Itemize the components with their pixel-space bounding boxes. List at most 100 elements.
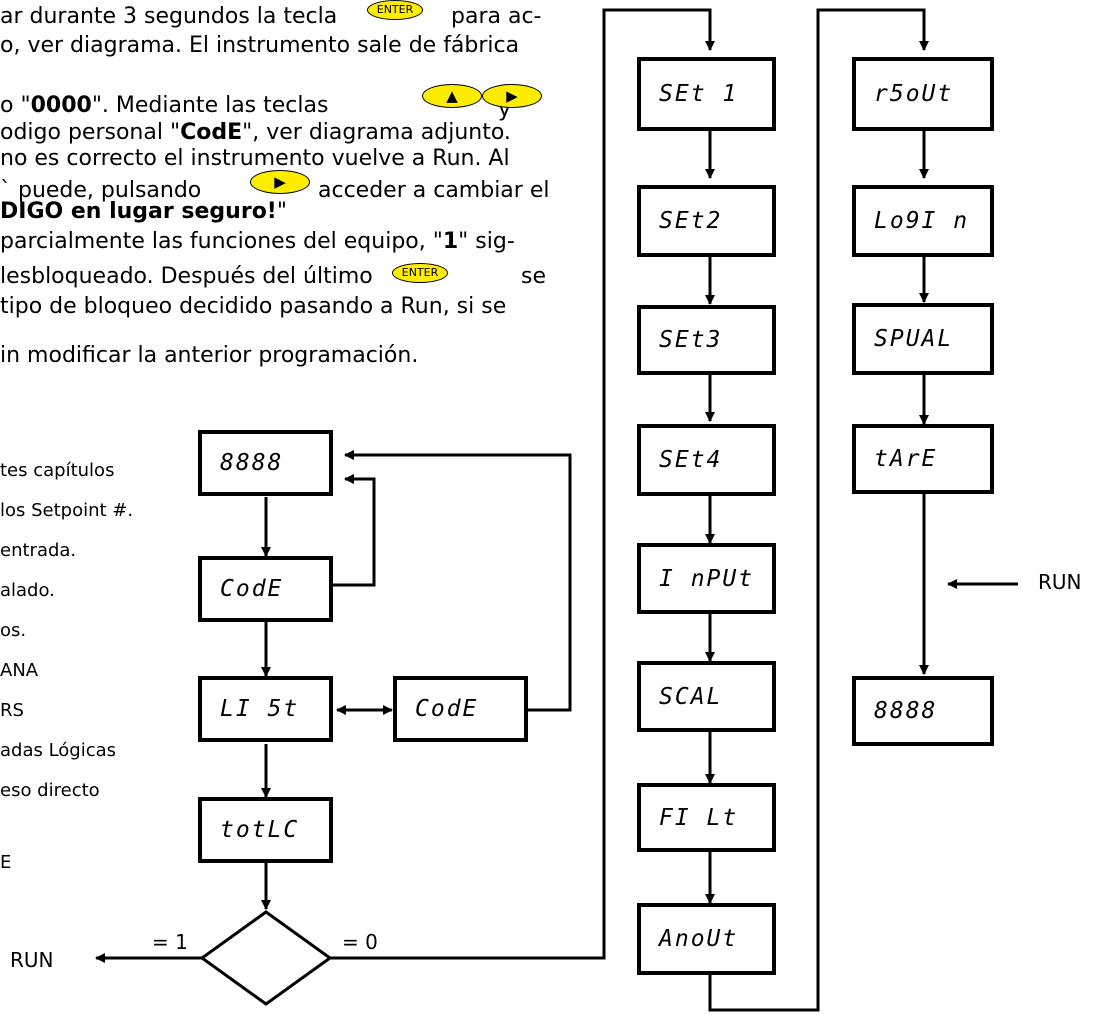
display-box-set3: SEt3 (637, 305, 776, 375)
display-text: SEt3 (659, 327, 723, 353)
enter-key-label: ENTER (376, 3, 414, 16)
display-text: SEt 1 (659, 81, 739, 107)
edge-label-text: = 1 (152, 930, 188, 954)
display-box-set1: SEt 1 (637, 57, 776, 131)
edge-label-text: RUN (10, 948, 54, 972)
menu-item: eso directo (0, 780, 100, 801)
display-text: tArE (874, 446, 938, 472)
instruction-line-1b: para ac- (451, 4, 541, 29)
text-fragment: o, ver diagrama. El instrumento sale de … (0, 33, 520, 58)
instruction-line-9: lesbloqueado. Después del último (0, 264, 560, 289)
menu-item-label: los Setpoint #. (0, 500, 134, 521)
display-box-8888: 8888 (198, 430, 333, 496)
display-box-set2: SEt2 (637, 185, 776, 257)
menu-item: E (0, 852, 11, 873)
run-label-left: RUN (10, 948, 54, 972)
enter-key-label: ENTER (401, 266, 439, 279)
up-arrow-label: ▲ (446, 87, 458, 105)
display-text: FI Lt (659, 804, 739, 831)
text-fragment: lesbloqueado. Después del último (0, 264, 373, 289)
display-box-set4: SEt4 (637, 424, 776, 496)
instruction-line-7: DIGO en lugar seguro!" (0, 199, 560, 224)
instruction-line-4: odigo personal "CodE", ver diagrama adju… (0, 120, 560, 145)
enter-key-icon-2: ENTER (392, 263, 448, 283)
text-fragment: odigo personal " (0, 120, 181, 145)
display-text: r5oUt (874, 81, 954, 107)
menu-item: alado. (0, 580, 55, 601)
instruction-line-2: o, ver diagrama. El instrumento sale de … (0, 33, 560, 58)
display-text: 8888 (874, 698, 938, 724)
right-arrow-key-icon: ▶ (482, 84, 542, 108)
menu-item-label: E (0, 852, 12, 873)
enter-key-icon: ENTER (367, 0, 423, 20)
display-box-8888-right: 8888 (852, 676, 994, 746)
text-fragment: parcialmente las funciones del equipo, " (0, 229, 443, 254)
edge-label-eq0: = 0 (342, 930, 378, 954)
display-text: 8888 (220, 450, 284, 476)
menu-item-label: eso directo (0, 780, 100, 801)
display-box-input: I nPUt (637, 543, 776, 614)
menu-item-label: ANA (0, 660, 39, 681)
display-box-rsout: r5oUt (852, 57, 994, 131)
instruction-line-3: o "0000". Mediante las teclas (0, 93, 560, 118)
display-text: CodE (415, 696, 479, 722)
menu-item-label: tes capítulos (0, 460, 115, 481)
text-fragment: ` puede, pulsando (0, 178, 202, 203)
menu-item: RS (0, 700, 24, 721)
menu-item-label: os. (0, 620, 27, 641)
text-fragment: o " (0, 93, 31, 118)
display-text: I nPUt (659, 565, 755, 592)
display-text: SCAL (659, 683, 723, 710)
display-box-list: LI 5t (198, 676, 333, 742)
display-box-tare: tArE (852, 424, 994, 494)
display-text: SEt2 (659, 208, 723, 234)
display-box-scal: SCAL (637, 661, 776, 732)
display-box-code-right: CodE (393, 676, 528, 742)
edge-label-text: = 0 (342, 930, 378, 954)
text-fragment: " (276, 199, 287, 224)
code-default: 0000 (30, 93, 92, 118)
display-text: totLC (220, 817, 300, 843)
text-fragment: tipo de bloqueo decidido pasando a Run, … (0, 294, 507, 319)
text-fragment: acceder a cambiar el (318, 178, 550, 203)
menu-item: os. (0, 620, 26, 641)
run-label-right: RUN (1038, 570, 1082, 594)
text-fragment: ", ver diagrama adjunto. (242, 120, 511, 145)
display-box-totlc: totLC (198, 797, 333, 863)
text-fragment: ". Mediante las teclas (91, 93, 329, 118)
text-fragment: in modificar la anterior programación. (0, 343, 419, 368)
menu-item-label: RS (0, 700, 24, 721)
display-text: SPUAL (874, 326, 954, 352)
menu-item-label: adas Lógicas (0, 740, 117, 761)
warning-text: DIGO en lugar seguro! (0, 199, 277, 224)
display-box-anout: AnoUt (637, 903, 776, 975)
display-box-login: Lo9I n (852, 185, 994, 257)
instruction-line-11: in modificar la anterior programación. (0, 343, 560, 368)
instruction-line-6: ` puede, pulsando (0, 178, 560, 203)
instruction-line-9b: se (521, 264, 546, 289)
instruction-line-5: no es correcto el instrumento vuelve a R… (0, 146, 560, 171)
display-text: LI 5t (220, 696, 300, 722)
instruction-line-1: ar durante 3 segundos la tecla (0, 4, 560, 29)
code-keyword: CodE (180, 120, 243, 145)
display-text: AnoUt (659, 926, 739, 952)
right-arrow-key-icon-2: ▶ (250, 170, 310, 194)
menu-item: entrada. (0, 540, 76, 561)
instruction-line-6b: acceder a cambiar el (318, 178, 549, 203)
menu-item-label: alado. (0, 580, 55, 601)
display-text: SEt4 (659, 447, 723, 473)
display-box-filt: FI Lt (637, 783, 776, 852)
menu-item: adas Lógicas (0, 740, 116, 761)
text-fragment: se (521, 264, 546, 289)
edge-label-text: RUN (1038, 570, 1082, 594)
text-fragment: no es correcto el instrumento vuelve a R… (0, 146, 510, 171)
menu-item: los Setpoint #. (0, 500, 133, 521)
instruction-line-10: tipo de bloqueo decidido pasando a Run, … (0, 294, 560, 319)
menu-item-label: entrada. (0, 540, 77, 561)
display-box-spual: SPUAL (852, 303, 994, 375)
display-box-code: CodE (198, 556, 333, 622)
text-fragment: " sig- (458, 229, 515, 254)
text-fragment: para ac- (451, 4, 542, 29)
right-arrow-label: ▶ (506, 87, 518, 105)
